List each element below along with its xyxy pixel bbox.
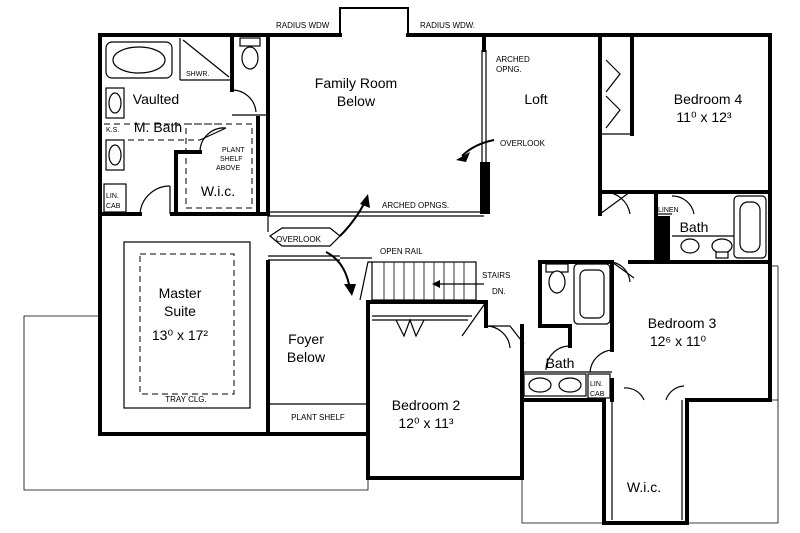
- label-master-suite: Suite: [164, 303, 196, 319]
- label-linen-cabinet: CAB: [590, 391, 605, 398]
- label-shower: SHWR.: [186, 71, 209, 78]
- label-plant-shelf: PLANT SHELF: [291, 413, 345, 422]
- label-master-bath: M. Bath: [134, 119, 182, 135]
- room-labels: RADIUS WDW RADIUS WDW. Family Room Below…: [106, 21, 742, 495]
- label-overlook: OVERLOOK: [500, 139, 546, 148]
- label-wic: W.i.c.: [627, 479, 661, 495]
- fixtures: [103, 37, 767, 409]
- lower-level-outline: [23, 315, 369, 491]
- label-arched-opening: OPNG.: [496, 65, 522, 74]
- doors: [139, 59, 695, 401]
- label-arched-openings: ARCHED OPNGS.: [382, 201, 449, 210]
- label-arched-opening: ARCHED: [496, 55, 530, 64]
- windows: [98, 33, 772, 525]
- label-open-rail: OPEN RAIL: [380, 247, 423, 256]
- lower-level-outline-right: [521, 478, 604, 524]
- label-stairs: STAIRS: [482, 271, 510, 280]
- label-linen-cabinet: CAB: [106, 203, 121, 210]
- label-linen: LINEN: [658, 207, 679, 214]
- label-wic: W.i.c.: [201, 183, 235, 199]
- label-foyer: Below: [287, 349, 326, 365]
- label-family-room: Family Room: [315, 75, 397, 91]
- exterior-walls: [98, 7, 772, 525]
- door-swing-icon: [139, 185, 171, 215]
- tray-ceiling-outline: [123, 241, 251, 409]
- label-plant-shelf: PLANT: [222, 147, 245, 154]
- label-linen-cabinet: LIN.: [590, 381, 603, 388]
- label-loft: Loft: [524, 91, 547, 107]
- label-tray-ceiling: TRAY CLG.: [165, 395, 207, 404]
- label-family-room: Below: [337, 93, 376, 109]
- overlook-arrows: [268, 139, 495, 296]
- label-bath: Bath: [546, 355, 575, 371]
- stairs-icon: [340, 257, 477, 301]
- toilet-icon: [239, 37, 261, 47]
- label-vaulted: Vaulted: [133, 91, 179, 107]
- label-bedroom-4-size: 11⁰ x 12³: [676, 109, 731, 125]
- label-foyer: Foyer: [288, 331, 324, 347]
- interior-walls: [98, 33, 772, 520]
- label-overlook: OVERLOOK: [276, 235, 322, 244]
- label-master-suite-size: 13⁰ x 17²: [152, 327, 209, 343]
- label-master-suite: Master: [159, 285, 202, 301]
- label-linen-cabinet: LIN.: [106, 193, 119, 200]
- sink-icon: [528, 377, 552, 393]
- label-bedroom-2: Bedroom 2: [392, 397, 461, 413]
- label-stairs-down: DN.: [492, 287, 506, 296]
- label-radius-wdw: RADIUS WDW.: [420, 21, 475, 30]
- label-plant-shelf: ABOVE: [216, 165, 240, 172]
- label-ks: K.S.: [106, 127, 119, 134]
- label-radius-wdw: RADIUS WDW: [276, 21, 330, 30]
- label-bedroom-3: Bedroom 3: [648, 315, 717, 331]
- label-bedroom-4: Bedroom 4: [674, 91, 743, 107]
- label-bedroom-3-size: 12⁶ x 11⁰: [650, 333, 707, 349]
- label-bath: Bath: [680, 219, 709, 235]
- label-plant-shelf: SHELF: [220, 156, 243, 163]
- overlook-arrow-icon: [461, 139, 495, 157]
- label-bedroom-2-size: 12⁰ x 11³: [398, 415, 453, 431]
